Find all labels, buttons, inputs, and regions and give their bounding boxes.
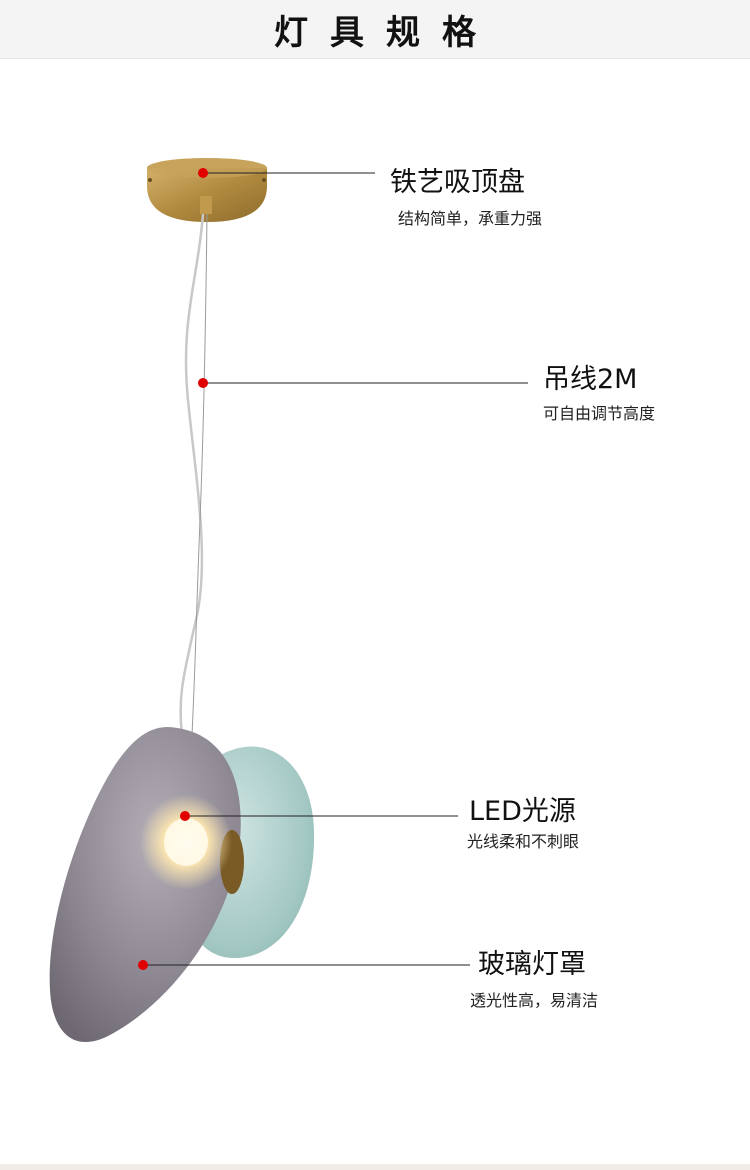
page-title: 灯具规格 bbox=[274, 12, 498, 53]
ceiling-canopy bbox=[147, 158, 267, 222]
bottom-divider bbox=[0, 1164, 750, 1170]
marker-cable bbox=[198, 378, 208, 388]
header-bar: 灯具规格 bbox=[0, 0, 750, 59]
hanging-cable bbox=[179, 213, 208, 736]
marker-led bbox=[180, 811, 190, 821]
callout-canopy-subtitle: 结构简单，承重力强 bbox=[398, 209, 543, 228]
callout-cable-title: 吊线2M bbox=[543, 364, 638, 395]
callout-led-title: LED光源 bbox=[469, 796, 576, 827]
callout-shade-subtitle: 透光性高，易清洁 bbox=[470, 991, 599, 1010]
callout-shade-title: 玻璃灯罩 bbox=[478, 949, 586, 980]
callout-lines bbox=[143, 172, 528, 966]
grey-glass-shade bbox=[49, 727, 241, 1043]
callout-canopy-title: 铁艺吸顶盘 bbox=[390, 167, 525, 198]
callout-cable-subtitle: 可自由调节高度 bbox=[543, 404, 656, 423]
marker-canopy bbox=[198, 168, 208, 178]
marker-shade bbox=[138, 960, 148, 970]
callout-led-subtitle: 光线柔和不刺眼 bbox=[467, 832, 580, 851]
led-light-source bbox=[140, 794, 244, 894]
